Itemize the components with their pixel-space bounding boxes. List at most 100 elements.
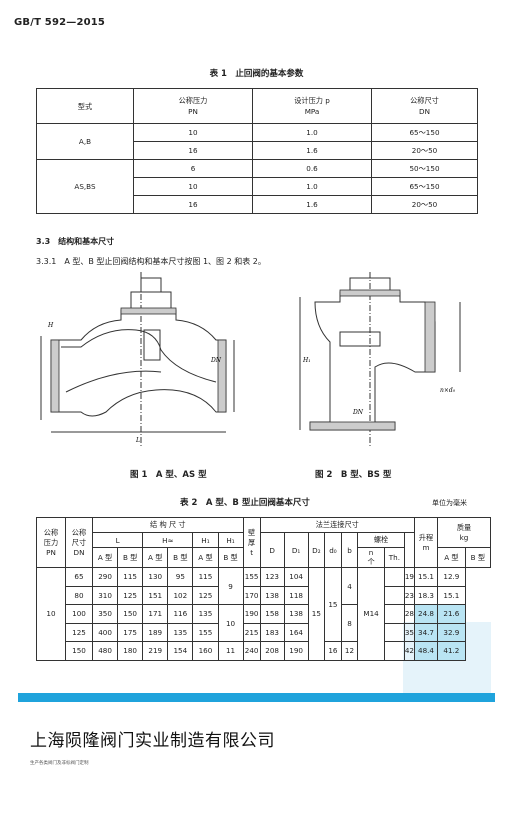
- table-cell: 150: [65, 641, 93, 661]
- table-cell: 1.0: [252, 177, 372, 196]
- figure1-label-l: L: [135, 437, 140, 444]
- table-cell: 190: [242, 604, 261, 624]
- table-cell: 12.9: [437, 567, 466, 587]
- table2-col-lift: 升程 m: [414, 517, 439, 568]
- table-cell: 21.6: [437, 604, 466, 624]
- figure1-drawing: H DN L: [40, 272, 235, 447]
- table2-col-dn: 公称 尺寸 DN: [65, 517, 93, 568]
- table2-col-d2: D₂: [307, 532, 326, 568]
- table-cell: 20～50: [371, 195, 478, 214]
- table-cell: 4: [340, 567, 359, 605]
- table-cell: 15.1: [437, 585, 466, 605]
- table2-col-bolt: 螺栓: [357, 532, 405, 548]
- table2-col-h1b: H₁: [217, 532, 244, 548]
- table2-col-d0: d₀: [324, 532, 342, 568]
- footer-note: 生产各类阀门及非标阀门定制: [30, 761, 89, 766]
- table-cell: 125: [192, 585, 219, 605]
- table-cell: 135: [192, 604, 219, 624]
- table-cell: 10: [217, 604, 244, 642]
- table-cell: M14: [357, 567, 385, 661]
- table2-col-d1: D₁: [283, 532, 309, 568]
- table-cell: 118: [283, 585, 309, 605]
- table2-header-row-1: 公称 压力 PN 公称 尺寸 DN 结 构 尺 寸 壁 厚 t 法兰连接尺寸 升…: [36, 517, 491, 568]
- table-cell: [383, 567, 405, 587]
- table-cell: 158: [259, 604, 285, 624]
- table2-col-pn: 公称 压力 PN: [36, 517, 66, 568]
- table-cell: 150: [117, 604, 144, 624]
- color-band: [18, 693, 495, 702]
- table2: 公称 压力 PN 公称 尺寸 DN 结 构 尺 寸 壁 厚 t 法兰连接尺寸 升…: [36, 517, 492, 661]
- table2-col-d: D: [259, 532, 285, 568]
- table2-col-h1-b: B 型: [217, 547, 244, 568]
- table1-col-dn: 公称尺寸 DN: [371, 88, 478, 124]
- table-cell: 65～150: [371, 123, 478, 142]
- table-cell: 115: [117, 567, 144, 587]
- table-cell: 135: [167, 622, 194, 642]
- table-cell: 215: [242, 622, 261, 642]
- table-cell: 102: [167, 585, 194, 605]
- table-cell: 19: [403, 567, 416, 587]
- table-cell: 155: [192, 622, 219, 642]
- section-heading: 3.3 结构和基本尺寸: [36, 237, 115, 246]
- table2-col-l-b: B 型: [117, 547, 144, 568]
- table-cell: 175: [117, 622, 144, 642]
- table-cell: 180: [117, 641, 144, 661]
- table-row: 16 1.6 20～50: [37, 141, 478, 160]
- table-cell: 219: [142, 641, 169, 661]
- table2-title: 表 2 A 型、B 型止回阀基本尺寸: [180, 498, 310, 508]
- table-cell: 34.7: [414, 622, 439, 642]
- table-cell: 1.6: [252, 195, 372, 214]
- table-cell: 9: [217, 567, 244, 605]
- table-cell: 16: [133, 141, 253, 160]
- table-cell: 28: [403, 604, 416, 624]
- table-cell: 240: [242, 641, 261, 661]
- table-cell: 20～50: [371, 141, 478, 160]
- table-cell: 80: [65, 585, 93, 605]
- company-name: 上海陨隆阀门实业制造有限公司: [30, 731, 275, 751]
- table-cell: 10: [133, 177, 253, 196]
- table-row: A,B 10 1.0 65～150: [36, 123, 478, 160]
- table-cell: 0.6: [252, 159, 372, 178]
- table-cell: 170: [242, 585, 261, 605]
- table-cell: 125: [65, 622, 93, 642]
- figure1-caption: 图 1 A 型、AS 型: [130, 470, 207, 480]
- table-cell: 138: [283, 604, 309, 624]
- table-cell: 50～150: [371, 159, 478, 178]
- table2-col-h-a: A 型: [142, 547, 169, 568]
- table1: 型式 公称压力 PN 设计压力 p MPa 公称尺寸 DN A,B 10 1.0…: [36, 88, 478, 214]
- table2-col-wall: 壁 厚 t: [242, 517, 261, 568]
- table-cell: 208: [259, 641, 285, 661]
- table-cell: 400: [91, 622, 119, 642]
- table-cell: 41.2: [437, 641, 466, 661]
- table1-header-row: 型式 公称压力 PN 设计压力 p MPa 公称尺寸 DN: [36, 88, 478, 124]
- table1-type-asbs: AS,BS: [36, 159, 134, 214]
- table-row: 16 1.6 20～50: [37, 195, 478, 214]
- table-cell: 183: [259, 622, 285, 642]
- table-cell: 1.6: [252, 141, 372, 160]
- figure2-label-nd0: n×d₀: [440, 387, 456, 394]
- table2-col-l-a: A 型: [91, 547, 119, 568]
- figure2-label-dn: DN: [352, 409, 364, 416]
- table-cell: 16: [324, 641, 342, 661]
- table2-col-mass-b: B 型: [464, 547, 492, 568]
- table-cell: 189: [142, 622, 169, 642]
- table-cell: 42: [403, 641, 416, 661]
- figure2-drawing: H₁ DN n×d₀: [299, 272, 461, 447]
- table-cell: 160: [192, 641, 219, 661]
- table1-col-type: 型式: [36, 88, 134, 124]
- table-cell: 10: [133, 123, 253, 142]
- table1-col-pn: 公称压力 PN: [133, 88, 253, 124]
- table2-col-h-b: B 型: [167, 547, 194, 568]
- table-cell: 123: [259, 567, 285, 587]
- table-cell: 290: [91, 567, 119, 587]
- table-cell: 116: [167, 604, 194, 624]
- table-cell: 350: [91, 604, 119, 624]
- table-cell: 164: [283, 622, 309, 642]
- table-cell: 190: [283, 641, 309, 661]
- table2-col-l: L: [91, 532, 144, 548]
- table-cell: 15: [324, 567, 342, 642]
- table2-col-n: n 个: [357, 547, 385, 568]
- table2-col-th: Th.: [383, 547, 405, 568]
